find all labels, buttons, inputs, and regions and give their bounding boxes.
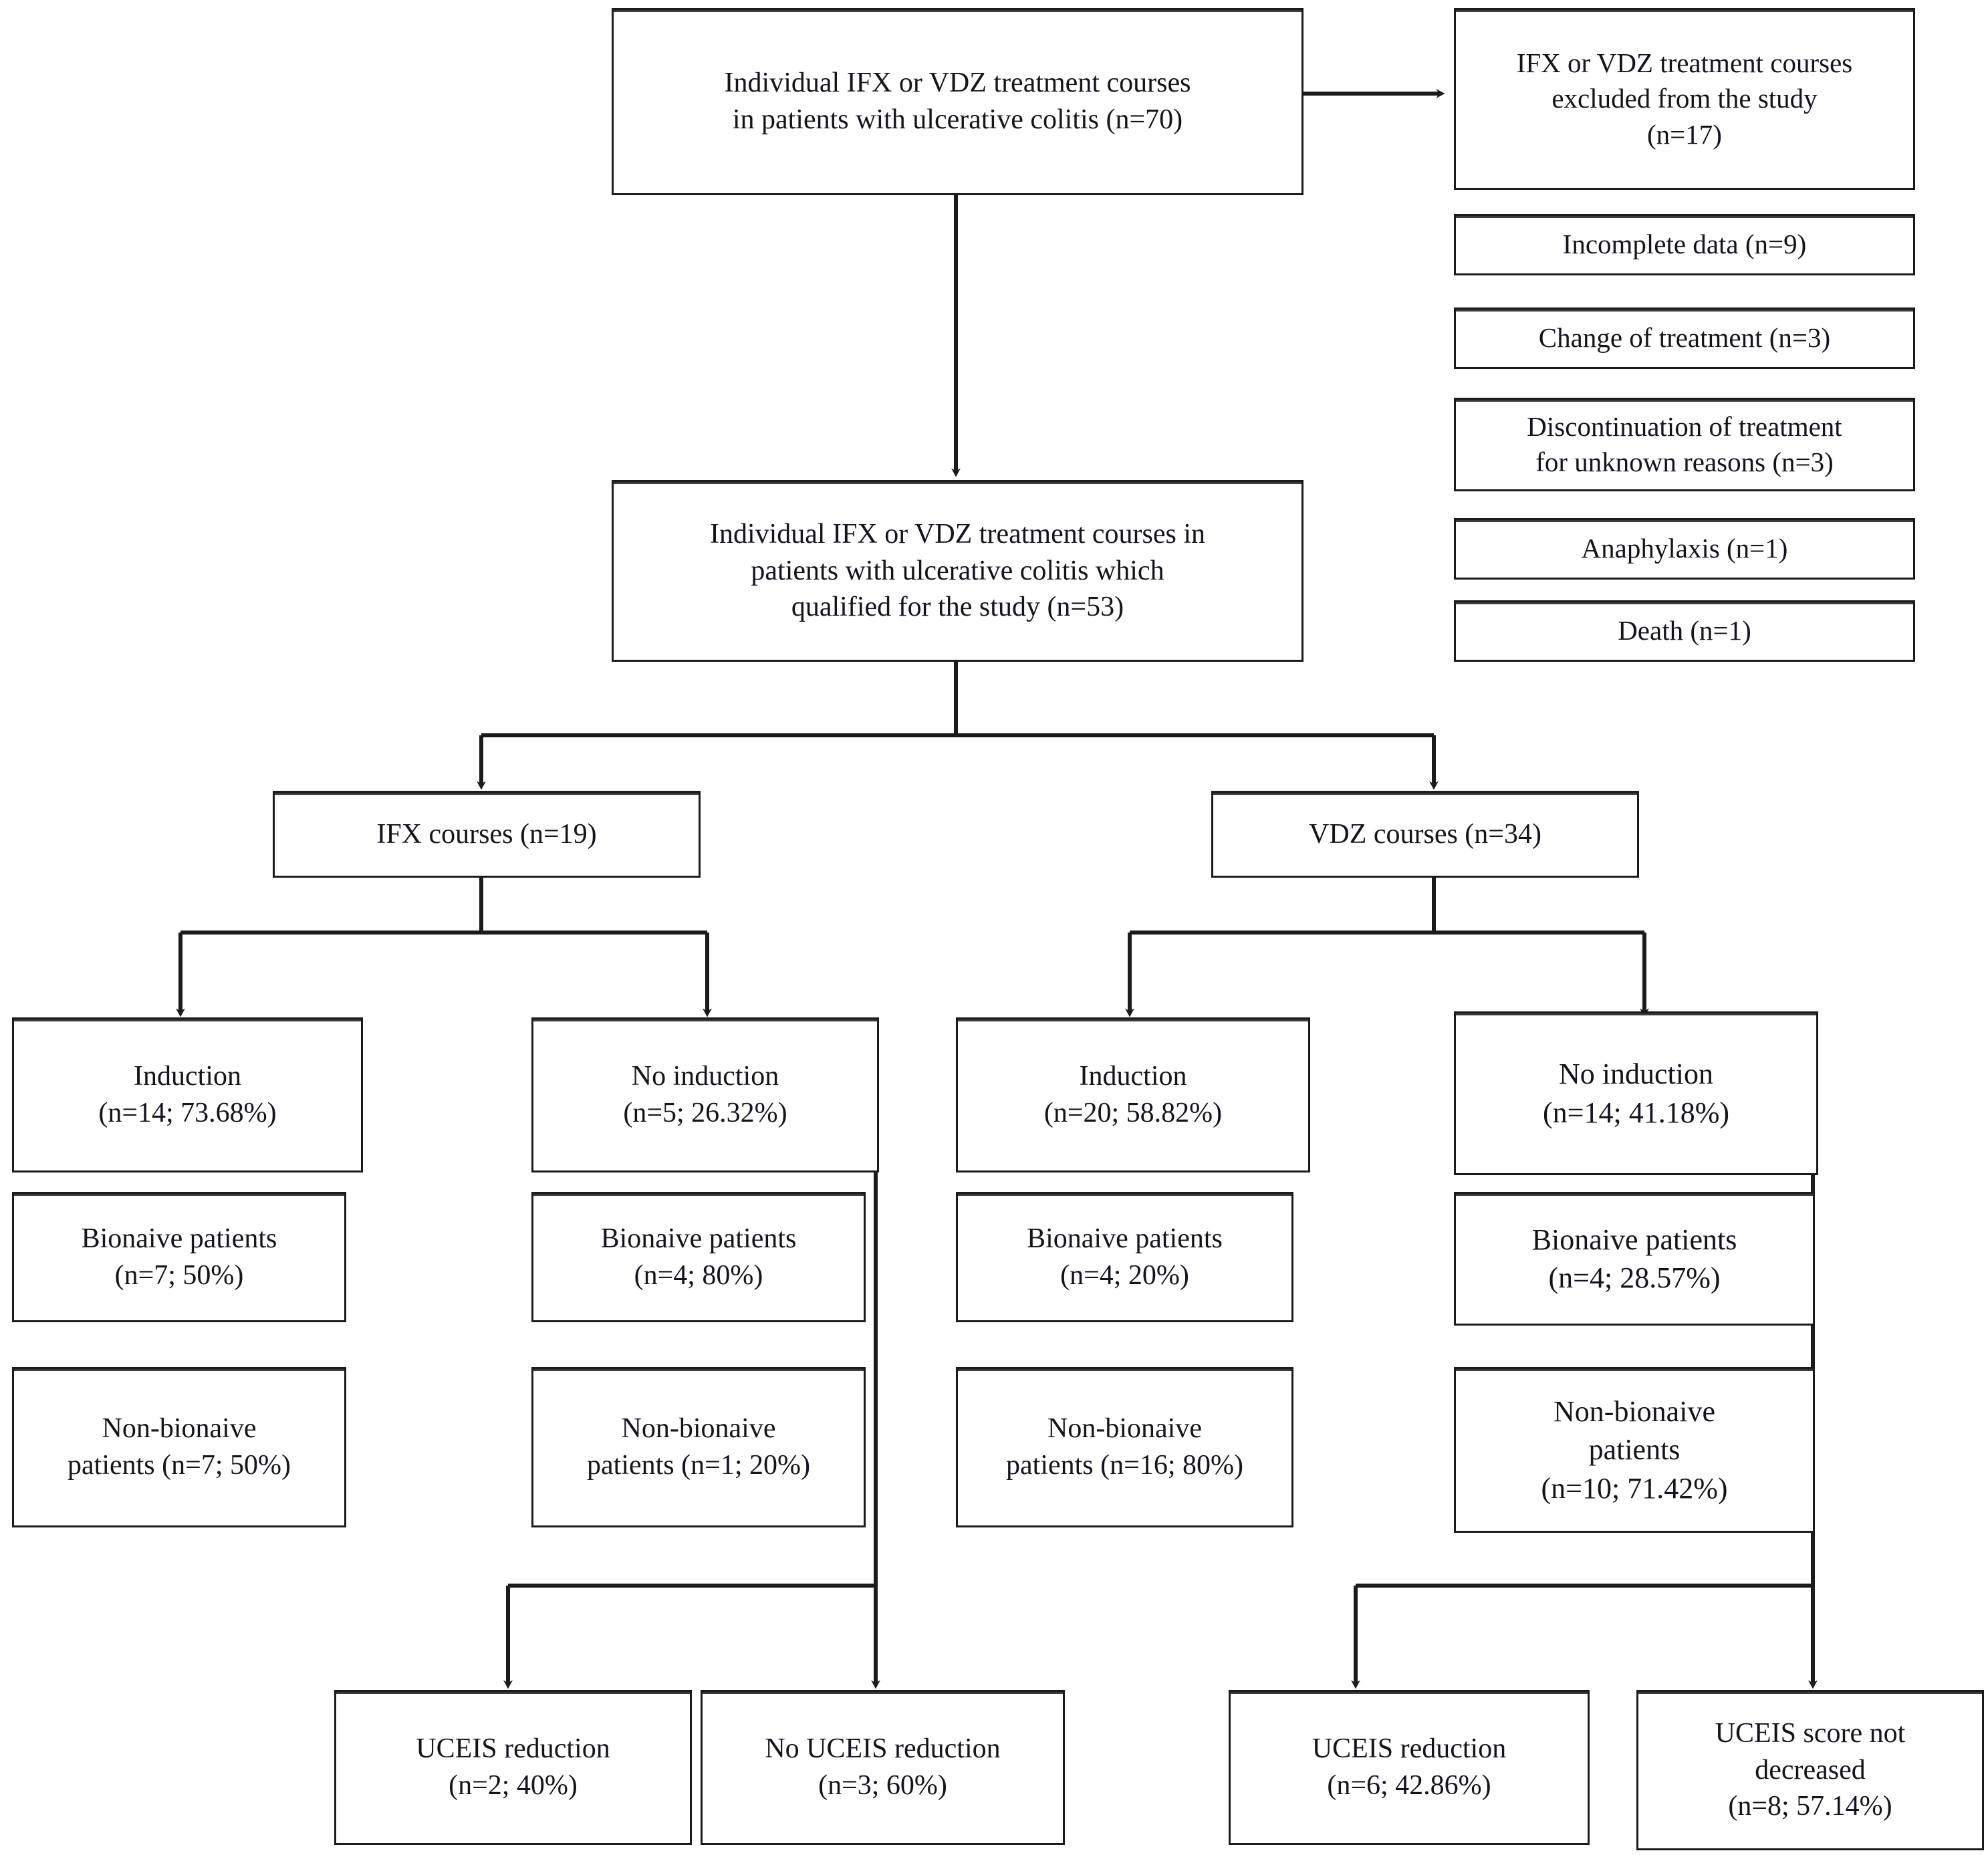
node-vdz-induction-non-bionaive: Non-bionaive patients (n=16; 80%) [956, 1367, 1293, 1527]
node-ifx-no-induction-bionaive-text: Bionaive patients (n=4; 80%) [600, 1223, 797, 1291]
node-ifx-no-induction-non-bionaive: Non-bionaive patients (n=1; 20%) [531, 1367, 866, 1527]
node-ifx-induction-bionaive-text: Bionaive patients (n=7; 50%) [81, 1223, 277, 1291]
node-excluded-discontinuation: Discontinuation of treatment for unknown… [1454, 398, 1915, 491]
node-ifx-induction: Induction (n=14; 73.68%) [12, 1017, 363, 1172]
node-vdz-induction: Induction (n=20; 58.82%) [956, 1017, 1310, 1172]
node-ifx-no-uceis-reduction: No UCEIS reduction (n=3; 60%) [701, 1690, 1065, 1845]
node-vdz-no-induction-text: No induction (n=14; 41.18%) [1543, 1058, 1729, 1129]
node-excluded-anaphylaxis-text: Anaphylaxis (n=1) [1581, 533, 1788, 564]
node-excluded-courses: IFX or VDZ treatment courses excluded fr… [1454, 8, 1915, 190]
node-vdz-uceis-not-decreased: UCEIS score not decreased (n=8; 57.14%) [1636, 1690, 1984, 1850]
node-ifx-uceis-reduction-text: UCEIS reduction (n=2; 40%) [416, 1733, 610, 1801]
node-vdz-induction-bionaive-text: Bionaive patients (n=4; 20%) [1027, 1223, 1223, 1291]
node-vdz-courses-text: VDZ courses (n=34) [1309, 818, 1541, 850]
node-vdz-no-induction-bionaive-text: Bionaive patients (n=4; 28.57%) [1531, 1223, 1737, 1294]
node-vdz-induction-non-bionaive-text: Non-bionaive patients (n=16; 80%) [1006, 1413, 1243, 1481]
node-ifx-no-induction-bionaive: Bionaive patients (n=4; 80%) [531, 1192, 866, 1322]
node-vdz-no-induction: No induction (n=14; 41.18%) [1454, 1011, 1818, 1175]
node-excluded-incomplete-data-text: Incomplete data (n=9) [1562, 229, 1807, 260]
node-vdz-uceis-reduction-text: UCEIS reduction (n=6; 42.86%) [1312, 1733, 1507, 1801]
node-ifx-courses-text: IFX courses (n=19) [376, 818, 597, 850]
node-ifx-induction-bionaive: Bionaive patients (n=7; 50%) [12, 1192, 346, 1322]
node-ifx-no-uceis-reduction-text: No UCEIS reduction (n=3; 60%) [765, 1733, 1001, 1801]
node-vdz-uceis-reduction: UCEIS reduction (n=6; 42.86%) [1229, 1690, 1590, 1845]
node-excluded-change-of-treatment: Change of treatment (n=3) [1454, 307, 1915, 369]
node-ifx-induction-text: Induction (n=14; 73.68%) [98, 1061, 277, 1128]
node-enrolled-courses: Individual IFX or VDZ treatment courses … [612, 8, 1303, 195]
node-vdz-induction-text: Induction (n=20; 58.82%) [1043, 1061, 1223, 1128]
node-excluded-incomplete-data: Incomplete data (n=9) [1454, 214, 1915, 275]
node-ifx-induction-non-bionaive-text: Non-bionaive patients (n=7; 50%) [68, 1413, 291, 1481]
node-vdz-uceis-not-decreased-text: UCEIS score not decreased (n=8; 57.14%) [1715, 1718, 1906, 1822]
node-enrolled-courses-text: Individual IFX or VDZ treatment courses … [724, 68, 1191, 135]
node-excluded-discontinuation-text: Discontinuation of treatment for unknown… [1527, 410, 1842, 477]
node-ifx-uceis-reduction: UCEIS reduction (n=2; 40%) [334, 1690, 692, 1845]
node-ifx-courses: IFX courses (n=19) [273, 791, 701, 878]
node-ifx-no-induction: No induction (n=5; 26.32%) [531, 1017, 879, 1172]
node-ifx-no-induction-text: No induction (n=5; 26.32%) [623, 1061, 787, 1128]
node-vdz-no-induction-bionaive: Bionaive patients (n=4; 28.57%) [1454, 1192, 1815, 1326]
node-excluded-courses-text: IFX or VDZ treatment courses excluded fr… [1516, 47, 1853, 150]
node-vdz-courses: VDZ courses (n=34) [1211, 791, 1639, 878]
node-ifx-no-induction-non-bionaive-text: Non-bionaive patients (n=1; 20%) [587, 1413, 810, 1481]
node-excluded-anaphylaxis: Anaphylaxis (n=1) [1454, 518, 1915, 580]
node-vdz-no-induction-non-bionaive: Non-bionaive patients (n=10; 71.42%) [1454, 1367, 1815, 1533]
node-qualified-courses-text: Individual IFX or VDZ treatment courses … [709, 519, 1206, 623]
node-vdz-no-induction-non-bionaive-text: Non-bionaive patients (n=10; 71.42%) [1541, 1395, 1728, 1505]
node-ifx-induction-non-bionaive: Non-bionaive patients (n=7; 50%) [12, 1367, 346, 1527]
node-vdz-induction-bionaive: Bionaive patients (n=4; 20%) [956, 1192, 1293, 1322]
node-qualified-courses: Individual IFX or VDZ treatment courses … [612, 480, 1303, 662]
node-excluded-death: Death (n=1) [1454, 600, 1915, 662]
node-excluded-death-text: Death (n=1) [1618, 615, 1751, 646]
node-excluded-change-of-treatment-text: Change of treatment (n=3) [1538, 322, 1831, 354]
